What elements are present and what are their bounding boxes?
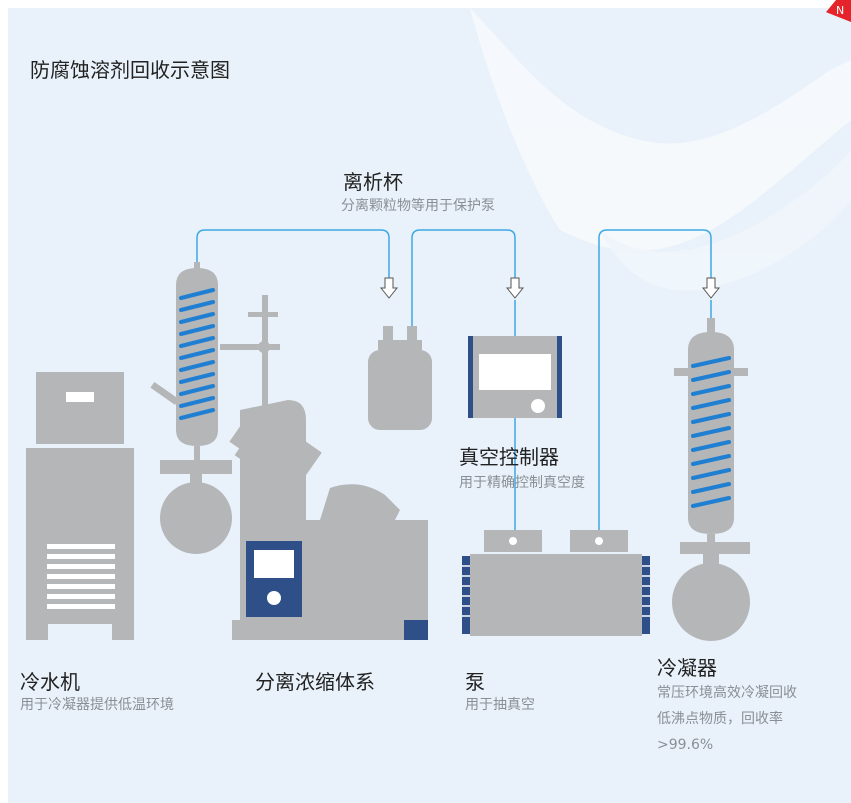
- chiller-desc: 用于冷凝器提供低温环境: [20, 697, 174, 713]
- pipe-condenser-to-separator: [196, 229, 390, 278]
- controller-label: 真空控制器: [459, 445, 559, 469]
- flow-arrow-icon: [379, 277, 399, 299]
- chiller-label: 冷水机: [20, 670, 80, 694]
- flow-arrow-icon: [505, 277, 525, 299]
- new-badge-text: N: [836, 4, 845, 17]
- condenser-coil: [179, 288, 215, 420]
- condenser-desc-line1: 常压环境高效冷凝回收: [657, 685, 797, 701]
- condenser-desc-line3: >99.6%: [657, 737, 714, 753]
- pipes: [196, 229, 712, 530]
- separator-cup: [368, 326, 432, 430]
- pump-desc: 用于抽真空: [465, 697, 535, 713]
- condenser-desc-line2: 低沸点物质，回收率: [657, 711, 783, 727]
- flow-arrows: [379, 277, 721, 299]
- vacuum-controller: [468, 336, 562, 418]
- diagram-title: 防腐蚀溶剂回收示意图: [30, 58, 230, 82]
- vacuum-pump: [462, 530, 650, 636]
- pipe-pump-to-condenser: [598, 229, 712, 530]
- evaporator-label: 分离浓缩体系: [255, 670, 375, 694]
- condenser-label: 冷凝器: [657, 656, 717, 680]
- condenser-unit: [672, 318, 750, 641]
- separator-label: 离析杯: [343, 170, 403, 194]
- rotary-evaporator: [150, 262, 428, 640]
- flow-arrow-icon: [701, 277, 721, 299]
- water-splash-decoration: [470, 8, 851, 291]
- controller-desc: 用于精确控制真空度: [459, 475, 585, 491]
- condenser-coil: [691, 356, 731, 508]
- chiller-unit: [26, 372, 134, 640]
- separator-desc: 分离颗粒物等用于保护泵: [341, 198, 495, 214]
- pipe-separator-to-controller: [411, 229, 516, 326]
- pump-label: 泵: [465, 670, 485, 694]
